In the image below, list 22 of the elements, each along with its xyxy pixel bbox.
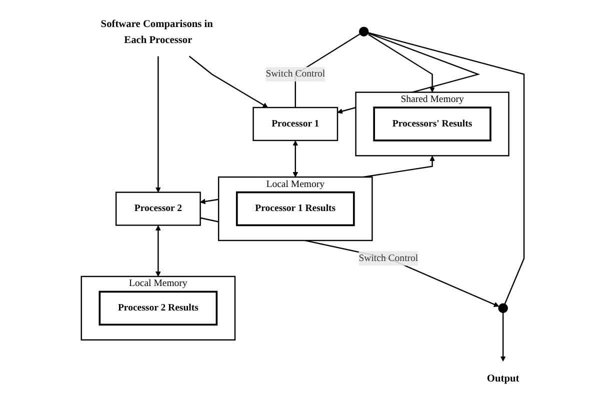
node-text: Software Comparisons in Each Processor xyxy=(100,18,213,45)
node-box xyxy=(252,106,338,142)
node-box xyxy=(372,106,492,142)
arrow xyxy=(368,34,435,93)
cluster xyxy=(218,176,373,242)
cluster xyxy=(354,92,510,156)
node-switch xyxy=(358,26,368,36)
arrow xyxy=(292,140,298,178)
arrow xyxy=(155,56,161,193)
diagram: Software Comparisons in Each Processor Switch Control Shared Memory Processor 1 Processors' Results Local Memory Processor 2 Processor 1 Results Switch Control Local Memory Processor 2 Results Output xyxy=(74,2,542,400)
arrow xyxy=(188,56,268,108)
cluster xyxy=(80,276,236,341)
edge-label: Switch Control xyxy=(265,68,325,80)
arrow xyxy=(155,225,161,277)
arrow xyxy=(500,312,506,362)
node-box xyxy=(236,191,355,226)
node-box xyxy=(115,192,201,226)
node-box xyxy=(98,290,218,326)
edge-label: Switch Control xyxy=(358,252,418,264)
connector xyxy=(368,32,524,304)
node-text: Output xyxy=(486,372,519,384)
node-switch xyxy=(498,303,508,314)
